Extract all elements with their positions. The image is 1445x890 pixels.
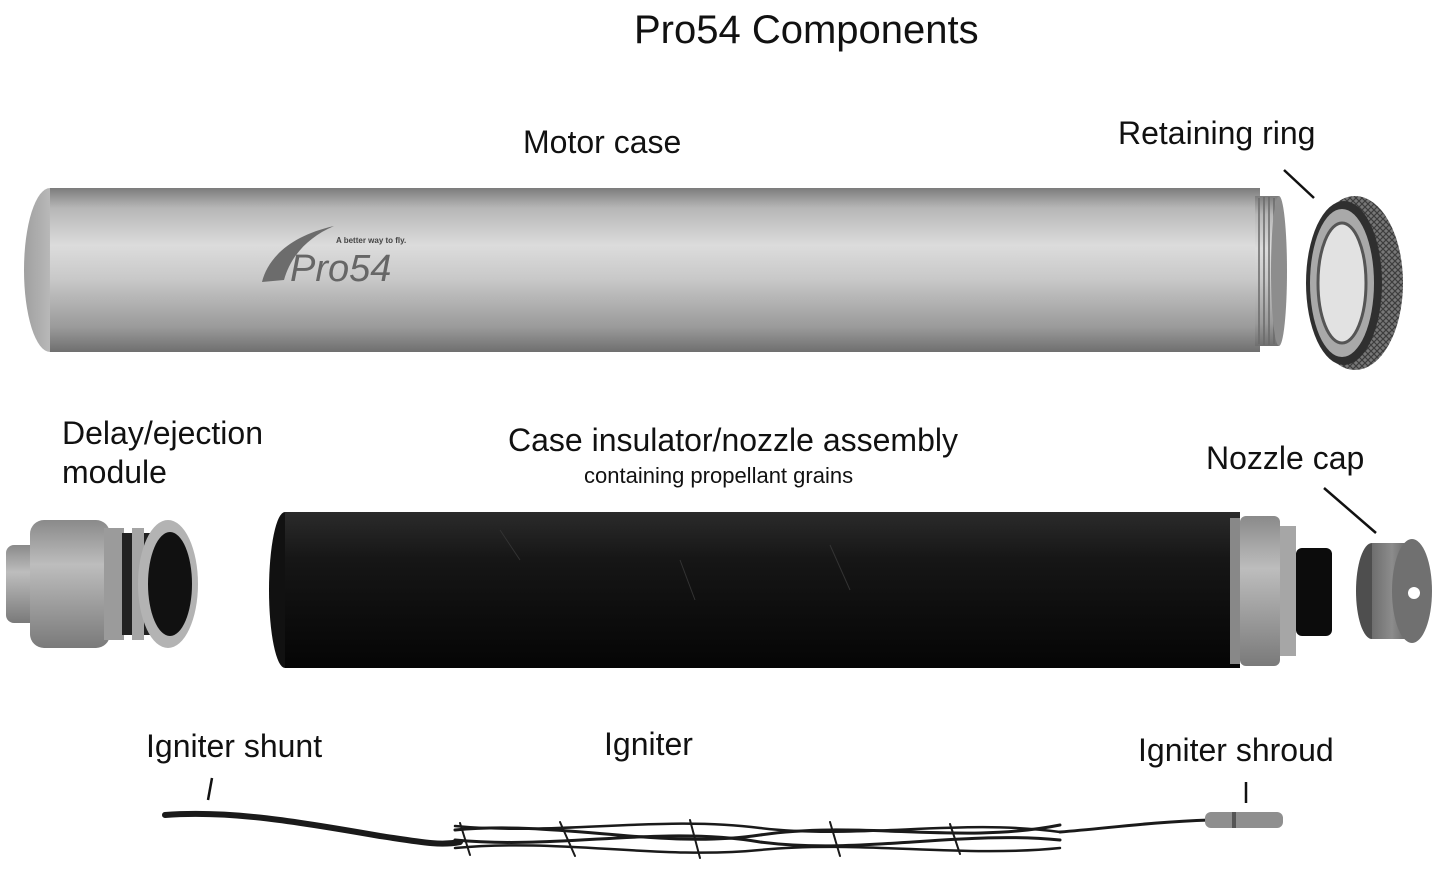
label-retaining-ring: Retaining ring	[1118, 115, 1316, 151]
label-nozzle-cap: Nozzle cap	[1206, 440, 1365, 476]
label-insulator-sub: containing propellant grains	[584, 463, 854, 488]
insulator-nozzle-assembly	[269, 512, 1332, 668]
case-threads	[1255, 196, 1287, 346]
leader-lines	[206, 169, 1377, 803]
page-title: Pro54 Components	[634, 8, 979, 52]
label-igniter: Igniter	[604, 726, 693, 762]
label-igniter-shroud: Igniter shroud	[1138, 732, 1334, 768]
retaining-ring	[1306, 196, 1403, 370]
igniter-wire	[162, 810, 1212, 859]
nozzle-cap	[1356, 539, 1432, 643]
logo-brand-text: Pro54	[290, 248, 392, 290]
motor-case	[24, 188, 1287, 352]
label-delay-line2: module	[62, 454, 167, 490]
delay-ejection-module	[6, 520, 198, 648]
pro54-logo-swoosh	[262, 226, 334, 282]
label-insulator: Case insulator/nozzle assembly	[508, 422, 958, 458]
label-motor-case: Motor case	[523, 124, 682, 160]
igniter-shroud	[1205, 812, 1283, 828]
logo-tagline: A better way to fly.	[336, 236, 407, 245]
label-delay-line1: Delay/ejection	[62, 415, 263, 451]
label-igniter-shunt: Igniter shunt	[146, 728, 323, 764]
